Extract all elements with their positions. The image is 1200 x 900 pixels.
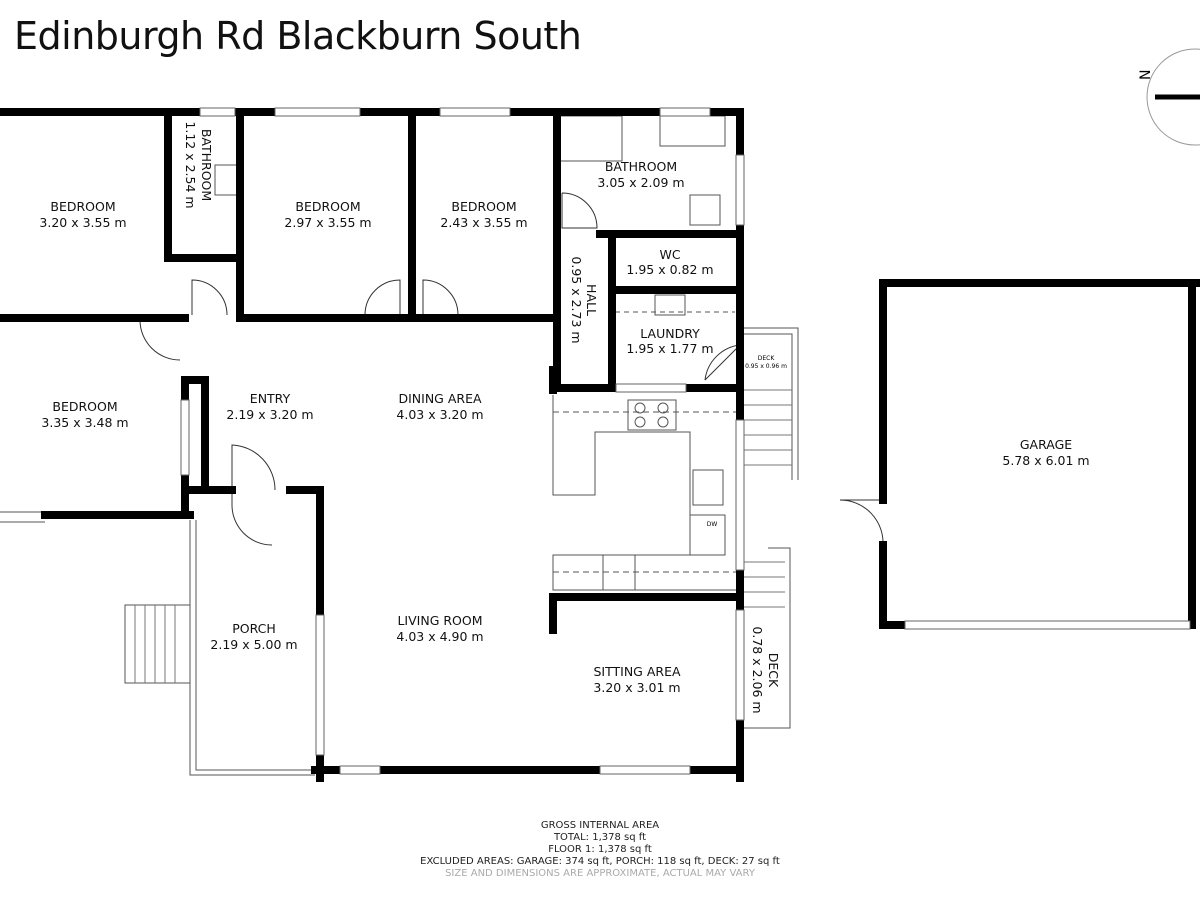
property-title: Edinburgh Rd Blackburn South [14, 14, 582, 58]
windows [180, 107, 1191, 775]
room-deck-1: DECK 0.95 x 0.96 m [745, 355, 787, 370]
room-name: BEDROOM [451, 199, 516, 214]
room-dimensions: 0.95 x 0.96 m [745, 363, 787, 370]
area-heading: GROSS INTERNAL AREA [540, 820, 660, 831]
room-name: ENTRY [250, 391, 291, 406]
room-living-room: LIVING ROOM 4.03 x 4.90 m [396, 613, 483, 644]
area-total: TOTAL: 1,378 sq ft [553, 832, 647, 843]
room-name: HALL [584, 284, 599, 316]
room-dimensions: 3.20 x 3.55 m [39, 215, 126, 230]
room-dimensions: 0.78 x 2.06 m [750, 626, 765, 713]
kitchen-counters: DW [552, 395, 740, 591]
room-name: LAUNDRY [640, 326, 700, 341]
room-dimensions: 2.19 x 3.20 m [226, 407, 313, 422]
room-dimensions: 3.05 x 2.09 m [597, 175, 684, 190]
room-entry: ENTRY 2.19 x 3.20 m [226, 391, 313, 422]
room-name: BEDROOM [52, 399, 117, 414]
room-name: WC [659, 247, 680, 262]
room-name: BATHROOM [605, 159, 677, 174]
dishwasher-label: DW [707, 521, 718, 528]
room-dimensions: 2.19 x 5.00 m [210, 637, 297, 652]
room-dimensions: 3.35 x 3.48 m [41, 415, 128, 430]
room-wc: WC 1.95 x 0.82 m [626, 247, 713, 277]
room-dimensions: 2.43 x 3.55 m [440, 215, 527, 230]
room-dimensions: 3.20 x 3.01 m [593, 680, 680, 695]
room-dining-area: DINING AREA 4.03 x 3.20 m [396, 391, 483, 422]
room-name: BEDROOM [50, 199, 115, 214]
compass-icon: N [1138, 48, 1200, 146]
room-dimensions: 1.95 x 0.82 m [626, 262, 713, 277]
room-dimensions: 1.95 x 1.77 m [626, 341, 713, 356]
room-laundry: LAUNDRY 1.95 x 1.77 m [626, 326, 713, 356]
area-summary: GROSS INTERNAL AREA TOTAL: 1,378 sq ft F… [0, 820, 1200, 880]
room-name: GARAGE [1020, 437, 1072, 452]
doors [139, 192, 884, 546]
room-name: BEDROOM [295, 199, 360, 214]
room-name: SITTING AREA [593, 664, 681, 679]
room-deck-2: DECK 0.78 x 2.06 m [750, 626, 781, 713]
room-name: DECK [758, 355, 776, 362]
area-disclaimer: SIZE AND DIMENSIONS ARE APPROXIMATE, ACT… [445, 868, 755, 879]
room-bathroom-1: BATHROOM 1.12 x 2.54 m [183, 121, 214, 208]
room-dimensions: 0.95 x 2.73 m [569, 256, 584, 343]
compass-north-label: N [1138, 70, 1154, 80]
area-floor-1: FLOOR 1: 1,378 sq ft [548, 844, 652, 855]
room-bedroom-4: BEDROOM 3.35 x 3.48 m [41, 399, 128, 430]
deck-outline [0, 327, 799, 729]
room-bathroom-2: BATHROOM 3.05 x 2.09 m [597, 159, 684, 190]
room-name: BATHROOM [199, 129, 214, 201]
room-bedroom-1: BEDROOM 3.20 x 3.55 m [39, 199, 126, 230]
room-dimensions: 2.97 x 3.55 m [284, 215, 371, 230]
room-sitting-area: SITTING AREA 3.20 x 3.01 m [593, 664, 681, 695]
room-dimensions: 4.03 x 3.20 m [396, 407, 483, 422]
porch-outline [124, 520, 315, 776]
area-excluded: EXCLUDED AREAS: GARAGE: 374 sq ft, PORCH… [420, 856, 780, 867]
room-bedroom-3: BEDROOM 2.43 x 3.55 m [440, 199, 527, 230]
room-name: DINING AREA [398, 391, 481, 406]
room-name: LIVING ROOM [397, 613, 482, 628]
room-name: PORCH [232, 621, 276, 636]
room-name: DECK [766, 653, 781, 688]
room-porch: PORCH 2.19 x 5.00 m [210, 621, 297, 652]
room-garage: GARAGE 5.78 x 6.01 m [1002, 437, 1089, 468]
room-dimensions: 5.78 x 6.01 m [1002, 453, 1089, 468]
room-dimensions: 4.03 x 4.90 m [396, 629, 483, 644]
room-hall: HALL 0.95 x 2.73 m [569, 256, 599, 343]
walls [0, 108, 1200, 782]
room-dimensions: 1.12 x 2.54 m [183, 121, 198, 208]
room-bedroom-2: BEDROOM 2.97 x 3.55 m [284, 199, 371, 230]
